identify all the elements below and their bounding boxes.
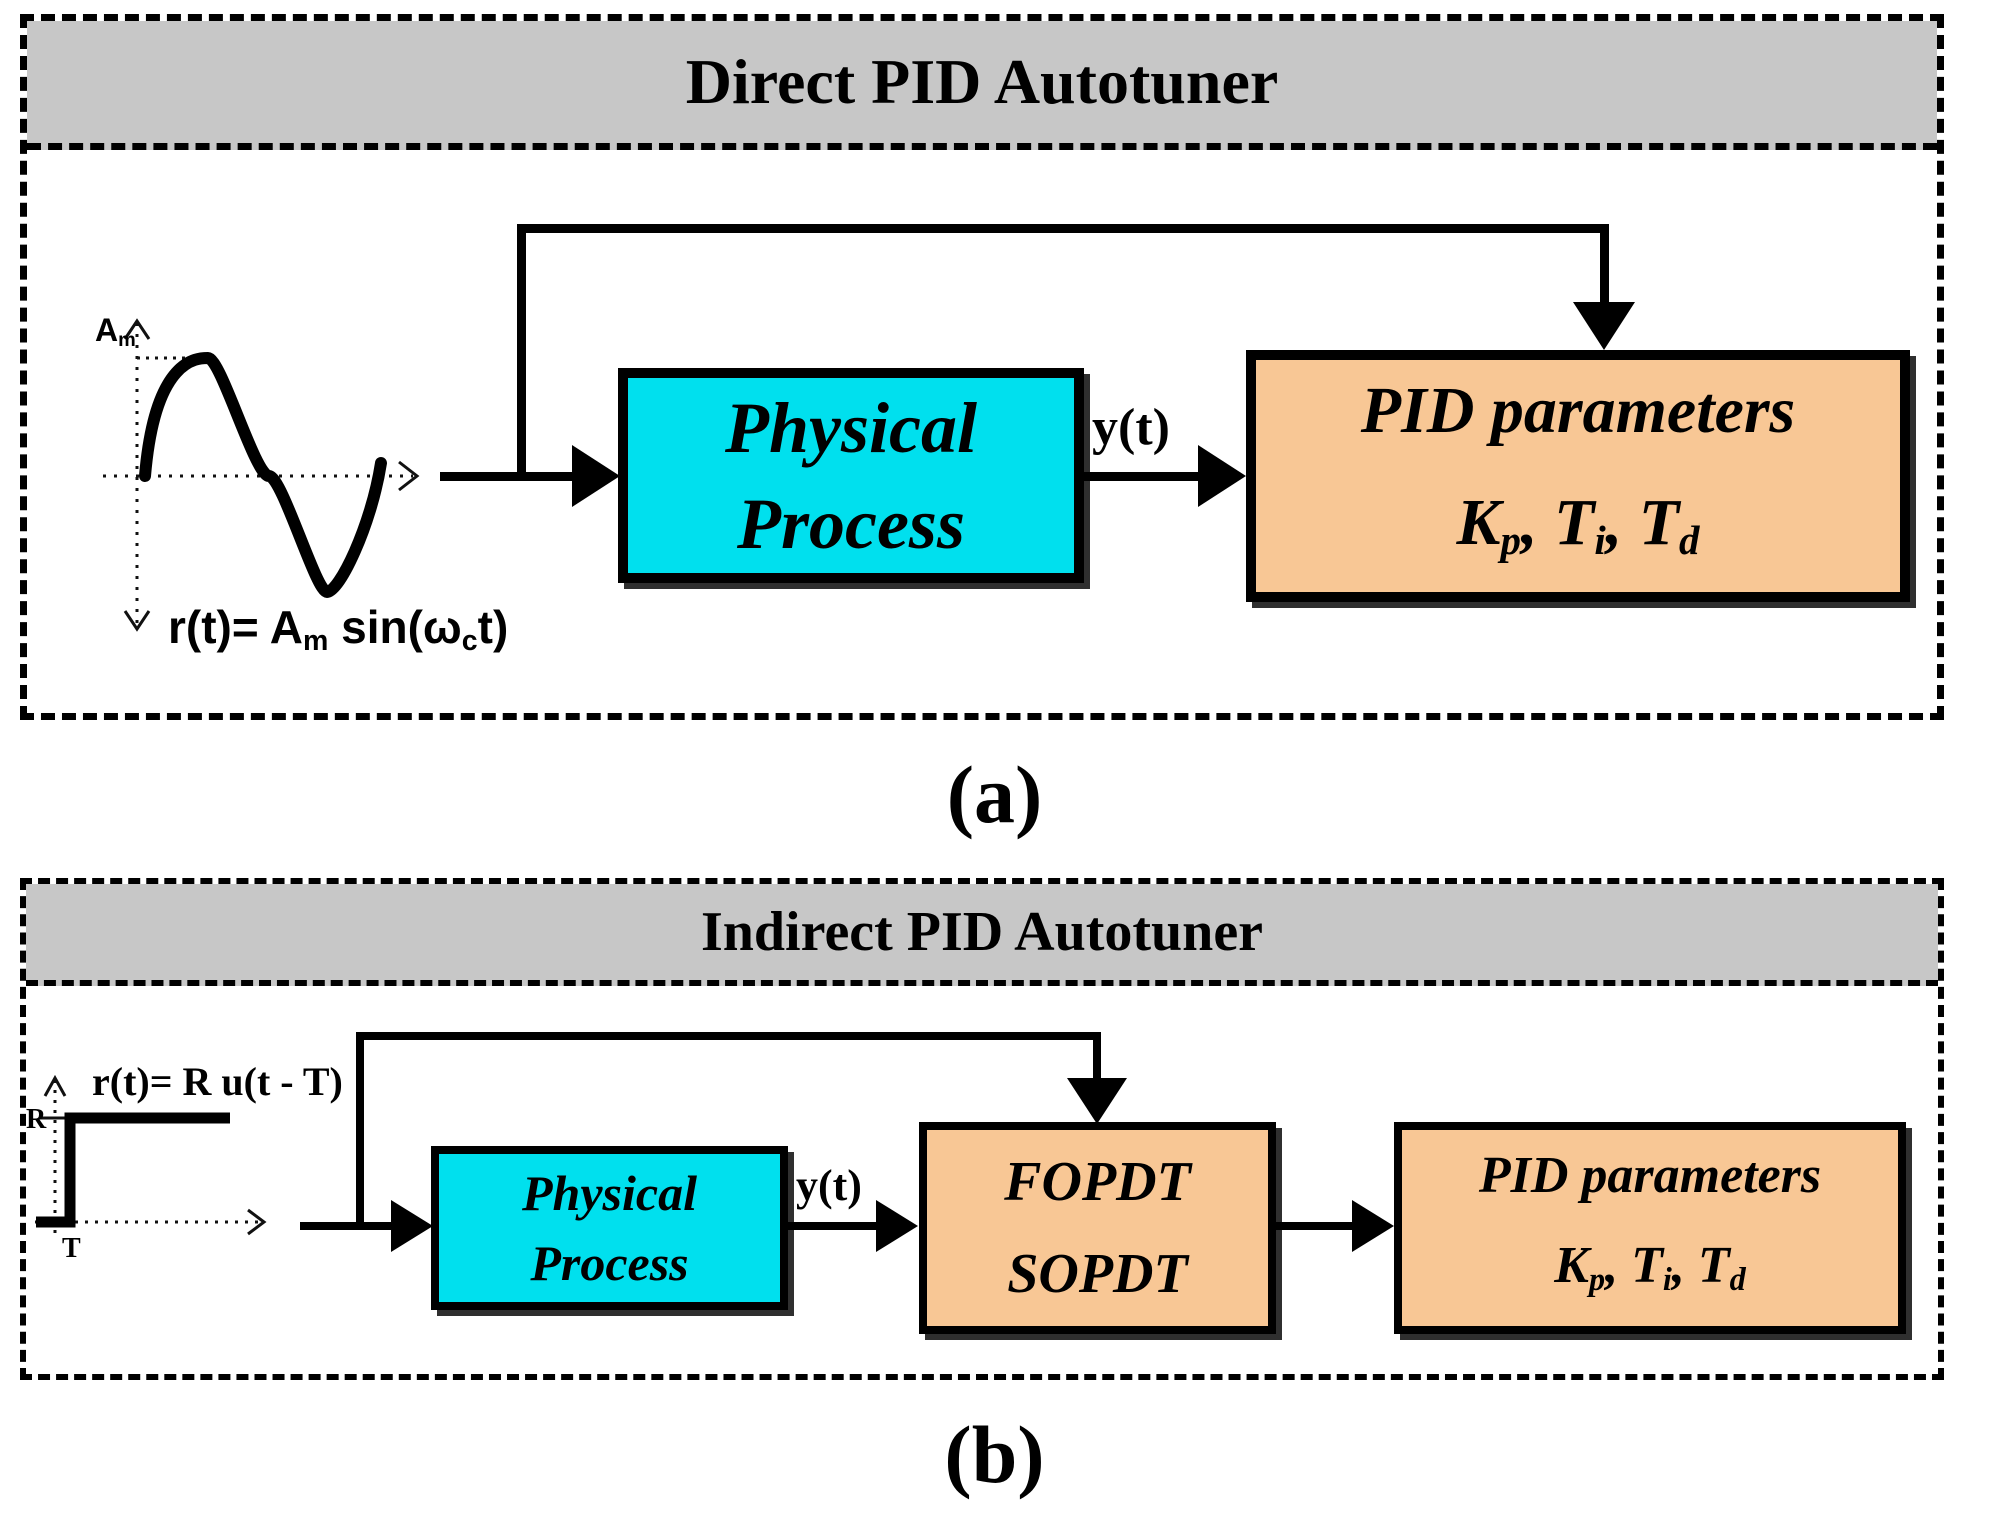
feedback-line-left-b: [356, 1032, 364, 1226]
output-arrowhead-a: [1198, 445, 1246, 507]
physical-process-line2: Process: [530, 1235, 689, 1291]
y-axis-arrow-down-icon: [123, 610, 151, 632]
pid-parameters-line2: Kp, Ti, Td: [1554, 1237, 1746, 1298]
physical-process-block-b: Physical Process: [431, 1146, 788, 1310]
input-line-b: [300, 1222, 395, 1230]
sine-curve: [139, 351, 387, 599]
input-signal-equation-b: r(t)= R u(t - T): [92, 1059, 343, 1104]
step-input-plot: R T: [26, 1074, 267, 1264]
caption-b: (b): [944, 1409, 1045, 1500]
pid-parameters-line1: PID parameters: [1478, 1147, 1822, 1205]
input-line-a: [440, 472, 574, 481]
feedback-arrowhead-a: [1573, 302, 1635, 350]
pid-parameters-line1: PID parameters: [1360, 373, 1796, 447]
caption-a: (a): [946, 749, 1043, 840]
physical-process-line2: Process: [737, 483, 965, 564]
output-signal-label-b: y(t): [796, 1161, 862, 1210]
output-line-b: [788, 1222, 878, 1230]
pid-parameters-block-a: PID parameters Kp, Ti, Td: [1246, 350, 1910, 602]
delay-label: T: [62, 1233, 81, 1264]
y-axis-arrow-up-icon: [123, 318, 151, 340]
panel-b-title: Indirect PID Autotuner: [700, 901, 1264, 963]
model-line1: FOPDT: [1004, 1151, 1191, 1213]
pid-parameters-block-b: PID parameters Kp, Ti, Td: [1394, 1122, 1906, 1334]
panel-b-header: Indirect PID Autotuner: [26, 884, 1938, 986]
output-line-a: [1084, 472, 1200, 481]
input-arrowhead-a: [572, 445, 620, 507]
panel-a-title: Direct PID Autotuner: [685, 46, 1279, 117]
feedback-arrowhead-b: [1067, 1078, 1127, 1124]
feedback-line-top-a: [517, 224, 1609, 233]
step-curve: [36, 1112, 230, 1228]
x-axis-arrow-icon: [398, 460, 420, 492]
step-level-label: R: [26, 1104, 47, 1135]
input-arrowhead-b: [391, 1200, 433, 1252]
feedback-line-right-a: [1600, 224, 1609, 304]
model-to-pid-arrowhead: [1352, 1200, 1394, 1252]
pid-parameters-line2: Kp, Ti, Td: [1456, 485, 1700, 564]
output-arrowhead-b: [876, 1200, 918, 1252]
physical-process-block-a: Physical Process: [618, 368, 1084, 583]
feedback-line-left-a: [517, 224, 526, 480]
physical-process-line1: Physical: [522, 1165, 697, 1221]
fopdt-sopdt-block: FOPDT SOPDT: [919, 1122, 1276, 1334]
y-axis-arrow-icon: [43, 1074, 67, 1097]
output-signal-label-a: y(t): [1092, 399, 1170, 456]
sine-input-plot: [103, 318, 420, 632]
feedback-line-right-b: [1093, 1032, 1101, 1086]
physical-process-line1: Physical: [725, 387, 977, 468]
feedback-line-top-b: [356, 1032, 1101, 1040]
panel-a-header: Direct PID Autotuner: [27, 21, 1937, 150]
model-line2: SOPDT: [1007, 1243, 1188, 1305]
amplitude-label: Am: [95, 312, 136, 351]
x-axis-arrow-icon: [247, 1208, 267, 1236]
model-to-pid-line: [1276, 1222, 1354, 1230]
input-signal-equation-a: r(t)= Am sin(ωct): [168, 601, 509, 658]
